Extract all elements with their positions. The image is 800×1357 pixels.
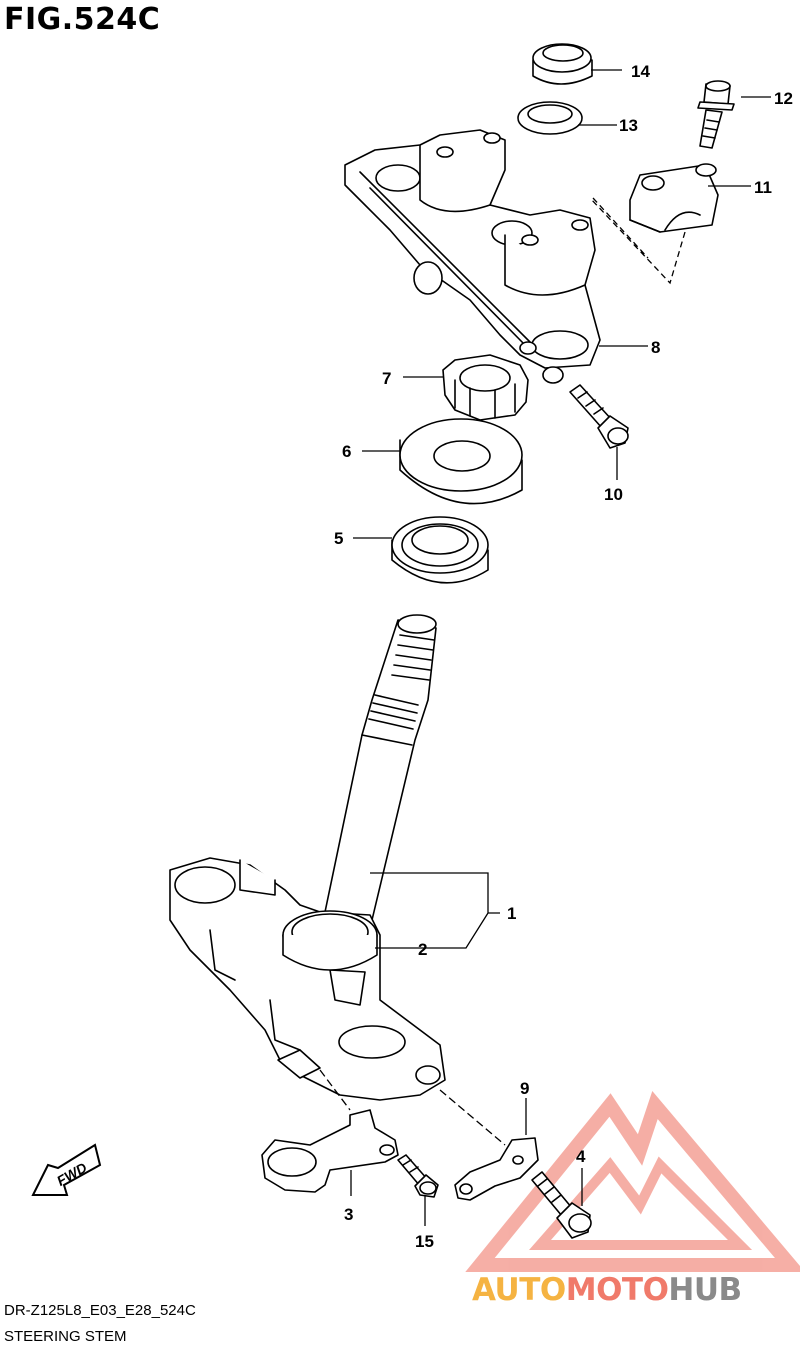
watermark-logo-icon bbox=[465, 1090, 800, 1272]
part-12-bolt-icon bbox=[697, 80, 735, 149]
part-11-clamp-icon bbox=[629, 163, 719, 233]
leader-lines bbox=[319, 69, 771, 1226]
part-13-washer-icon bbox=[517, 101, 583, 135]
part-4-bolt-icon bbox=[531, 1171, 592, 1239]
figure-caption: STEERING STEM bbox=[4, 1328, 127, 1345]
callout-4: 4 bbox=[576, 1147, 586, 1166]
part-6-seal-icon bbox=[399, 418, 523, 505]
part-7-nut-icon bbox=[442, 354, 529, 421]
callout-6: 6 bbox=[342, 442, 351, 461]
watermark-text: AUTOMOTOHUB bbox=[472, 1272, 742, 1308]
callout-11: 11 bbox=[754, 178, 772, 197]
part-3-bracket-icon bbox=[261, 1109, 399, 1193]
callout-14: 14 bbox=[631, 62, 650, 81]
callout-3: 3 bbox=[344, 1205, 353, 1224]
callout-12: 12 bbox=[774, 89, 793, 108]
callout-2: 2 bbox=[418, 940, 427, 959]
callout-7: 7 bbox=[382, 369, 391, 388]
part-9-stay-icon bbox=[454, 1137, 539, 1201]
part-1-steering-stem-icon bbox=[169, 614, 446, 1101]
callout-10: 10 bbox=[604, 485, 623, 504]
watermark-auto: AUTO bbox=[472, 1272, 566, 1308]
watermark-moto: MOTO bbox=[565, 1272, 669, 1308]
figure-code: DR-Z125L8_E03_E28_524C bbox=[4, 1302, 196, 1319]
callout-1: 1 bbox=[507, 904, 516, 923]
fwd-arrow-icon: FWD bbox=[31, 1143, 102, 1196]
watermark-hub: HUB bbox=[668, 1272, 742, 1308]
part-5-bearing-icon bbox=[391, 516, 489, 584]
part-15-bolt-icon bbox=[397, 1154, 439, 1198]
figure-title: FIG.524C bbox=[4, 2, 161, 37]
part-10-bolt-icon bbox=[569, 384, 629, 449]
callout-8: 8 bbox=[651, 338, 660, 357]
part-14-cap-icon bbox=[532, 43, 593, 85]
callout-5: 5 bbox=[334, 529, 343, 548]
part-8-upper-bracket-icon bbox=[344, 129, 601, 384]
callout-15: 15 bbox=[415, 1232, 434, 1251]
callout-9: 9 bbox=[520, 1079, 529, 1098]
callout-13: 13 bbox=[619, 116, 638, 135]
